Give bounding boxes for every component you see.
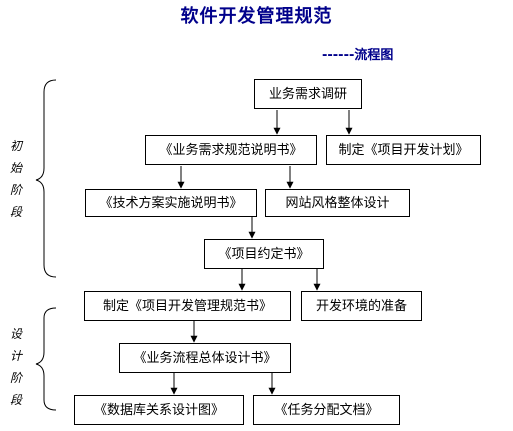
phase-label-initial: 初 始 阶 段: [8, 140, 24, 228]
node-task-doc: 《任务分配文档》: [253, 395, 400, 425]
node-dev-environment: 开发环境的准备: [301, 291, 422, 321]
phase-char: 初: [9, 139, 22, 153]
node-requirement-spec: 《业务需求规范说明书》: [145, 135, 317, 165]
node-project-agreement: 《项目约定书》: [204, 239, 324, 269]
phase-char: 段: [9, 393, 22, 407]
node-flow-design: 《业务流程总体设计书》: [119, 343, 291, 373]
phase-brace-design: [35, 307, 57, 411]
phase-char: 阶: [9, 183, 22, 197]
phase-char: 始: [9, 161, 22, 175]
node-mgmt-spec: 制定《项目开发管理规范书》: [84, 291, 291, 321]
node-db-design: 《数据库关系设计图》: [74, 395, 244, 425]
node-dev-plan: 制定《项目开发计划》: [326, 135, 481, 165]
phase-char: 设: [9, 327, 22, 341]
node-tech-spec: 《技术方案实施说明书》: [85, 189, 257, 217]
page-title: 软件开发管理规范: [180, 6, 333, 27]
phase-char: 段: [9, 205, 22, 219]
node-requirement-survey: 业务需求调研: [254, 79, 362, 109]
phase-char: 计: [9, 349, 22, 363]
phase-char: 阶: [9, 371, 22, 385]
phase-brace-initial: [35, 79, 57, 278]
diagram-subtitle: ------流程图: [322, 48, 394, 63]
node-web-style: 网站风格整体设计: [265, 189, 410, 217]
phase-label-design: 设 计 阶 段: [8, 328, 24, 416]
